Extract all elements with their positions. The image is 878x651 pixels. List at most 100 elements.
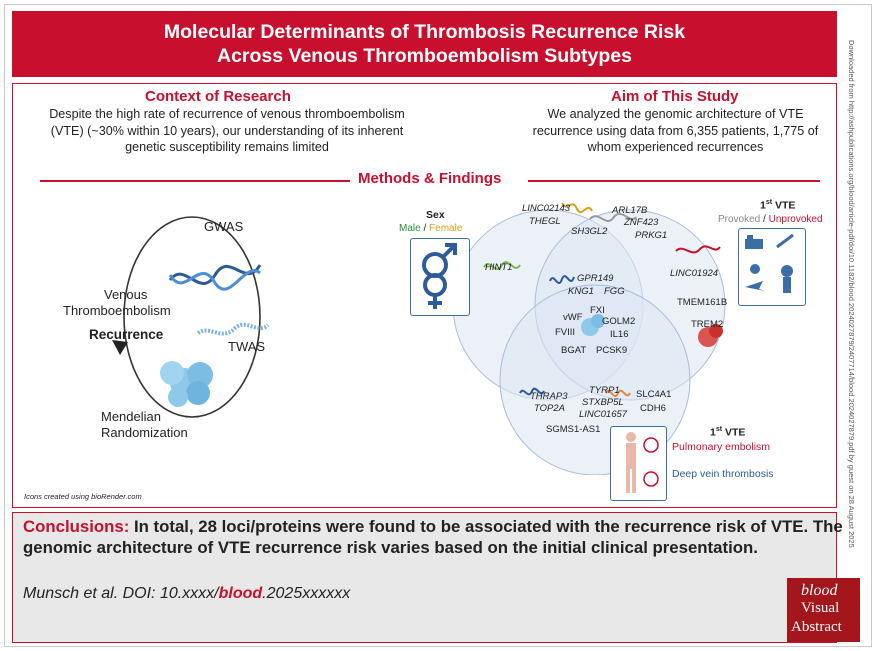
first-vte-bottom-text: VTE <box>722 426 746 439</box>
gene-linc01657: LINC01657 <box>579 409 628 420</box>
gene-trem2: TREM2 <box>691 319 724 330</box>
logo-line-2: Abstract <box>791 619 842 635</box>
download-watermark-text: Downloaded from http://ashpublications.o… <box>847 40 856 548</box>
dna-icon-linc01924 <box>675 245 721 254</box>
provoked-legend: Provoked / Unprovoked <box>718 214 823 225</box>
sex-legend: Male / Female <box>399 223 462 234</box>
thromboembolism-label: Thromboembolism <box>63 303 171 318</box>
main-panel <box>12 83 837 508</box>
gene-kng1: KNG1 <box>568 286 594 297</box>
dna-icon-hint1 <box>483 261 521 270</box>
provoked-label: Provoked <box>718 214 761 225</box>
gene-tmem161b: TMEM161B <box>677 297 728 308</box>
gene-top2a: TOP2A <box>534 403 565 414</box>
airplane-icon <box>745 281 765 291</box>
gene-linc02143: LINC02143 <box>522 203 571 214</box>
context-paragraph: Despite the high rate of recurrence of v… <box>17 106 437 156</box>
first-vte-bottom-sup: st <box>715 426 723 433</box>
gender-symbols-icon <box>422 243 457 309</box>
lung-clot-icon <box>643 437 659 453</box>
logo-line-1: Visual <box>801 600 840 616</box>
aim-heading: Aim of This Study <box>611 88 739 105</box>
conclusions-panel: Conclusions: In total, 28 loci/proteins … <box>12 512 843 643</box>
syringe-icon <box>776 233 794 249</box>
conclusions-heading: Conclusions: <box>23 517 130 536</box>
venn-diagram <box>452 202 726 475</box>
first-vte-bottom-label: 1st VTE <box>710 426 745 439</box>
dna-icon-thrap3 <box>519 387 545 396</box>
sex-label: Sex <box>426 209 445 221</box>
gene-gpr149: GPR149 <box>577 273 614 284</box>
gene-thegl: THEGL <box>529 216 561 227</box>
gene-fgg: FGG <box>604 286 625 297</box>
pe-dvt-icon-box <box>610 426 667 501</box>
context-line-2: (VTE) (~30% within 10 years), our unders… <box>50 123 404 138</box>
protein-icon-center <box>581 314 605 336</box>
dna-icon-arl17b <box>589 212 637 222</box>
unprovoked-label: Unprovoked <box>768 214 823 225</box>
aim-line-1: We analyzed the genomic architecture of … <box>547 107 804 121</box>
download-watermark: Downloaded from http://ashpublications.o… <box>846 40 860 548</box>
methods-rule-right <box>528 180 820 182</box>
pregnancy-icon <box>781 265 793 277</box>
gene-slc4a1: SLC4A1 <box>636 389 672 400</box>
gwas-label: GWAS <box>204 219 244 234</box>
protein-icon <box>160 361 213 407</box>
rna-strand-icon <box>196 322 270 336</box>
gene-linc01924: LINC01924 <box>670 268 719 279</box>
title-line-2: Across Venous Thromboembolism Subtypes <box>216 45 632 67</box>
gene-vwf: vWF <box>563 312 583 323</box>
gene-stxbp5l: STXBP5L <box>582 397 624 408</box>
cycle-ellipse <box>123 216 261 418</box>
aim-paragraph: We analyzed the genomic architecture of … <box>508 106 843 156</box>
sex-separator: / <box>420 223 430 234</box>
gene-bgat: BGAT <box>561 345 587 356</box>
citation-journal: blood <box>218 585 263 602</box>
provoked-icon-box <box>738 228 806 306</box>
hospital-bed-icon <box>745 239 763 249</box>
gene-sh3gl2: SH3GL2 <box>571 226 608 237</box>
aim-line-2: recurrence using data from 6,355 patient… <box>532 123 819 138</box>
provoked-separator: / <box>760 214 769 225</box>
biorender-credit: Icons created using bioRender.com <box>24 492 142 501</box>
gene-golm2: GOLM2 <box>602 316 636 327</box>
citation-suffix: .2025xxxxxx <box>262 585 351 602</box>
logo-brand: blood <box>801 582 838 599</box>
gene-tyrp1: TYRP1 <box>589 385 620 396</box>
recurrence-cycle-diagram <box>112 216 270 418</box>
context-line-3: genetic susceptibility remains limited <box>125 140 329 154</box>
pe-label: Pulmonary embolism <box>672 441 771 453</box>
gene-znf423: ZNF423 <box>624 217 659 228</box>
gene-pcsk9: PCSK9 <box>596 345 628 356</box>
male-label: Male <box>399 223 421 234</box>
provoked-factors-icon <box>745 233 794 293</box>
methods-heading: Methods & Findings <box>358 170 502 187</box>
recurrence-label: Recurrence <box>89 327 164 342</box>
gene-thrap3: THRAP3 <box>530 391 568 402</box>
dvt-label: Deep vein thrombosis <box>672 468 774 480</box>
sex-icon-box <box>410 238 470 316</box>
blood-visual-abstract-logo: blood Visual Abstract <box>787 578 860 642</box>
gene-sgms1-as1: SGMS1-AS1 <box>546 424 601 435</box>
title-banner: Molecular Determinants of Thrombosis Rec… <box>12 11 837 77</box>
gene-arl17b: ARL17B <box>612 205 648 216</box>
gene-cdh6: CDH6 <box>640 403 666 414</box>
gene-il16: IL16 <box>610 329 629 340</box>
first-vte-top-label: 1st VTE <box>760 199 795 212</box>
gene-fviii: FVIII <box>555 327 576 338</box>
conclusions-text: Conclusions: In total, 28 loci/proteins … <box>23 517 853 558</box>
first-vte-top-num: 1 <box>760 199 766 212</box>
conclusions-body: In total, 28 loci/proteins were found to… <box>23 517 843 557</box>
gene-prkg1: PRKG1 <box>635 230 668 241</box>
female-label: Female <box>429 223 463 234</box>
twas-label: TWAS <box>228 339 266 354</box>
protein-icon-trem2 <box>698 324 723 347</box>
title-line-1: Molecular Determinants of Thrombosis Rec… <box>163 21 686 43</box>
leg-clot-icon <box>643 471 659 487</box>
first-vte-top-text: VTE <box>772 199 796 212</box>
cycle-arrowhead <box>112 340 128 355</box>
citation: Munsch et al. DOI: 10.xxxx/blood.2025xxx… <box>23 585 350 603</box>
context-line-1: Despite the high rate of recurrence of v… <box>49 107 405 121</box>
venous-label: Venous <box>104 287 148 302</box>
body-anatomy-icon <box>626 432 659 493</box>
